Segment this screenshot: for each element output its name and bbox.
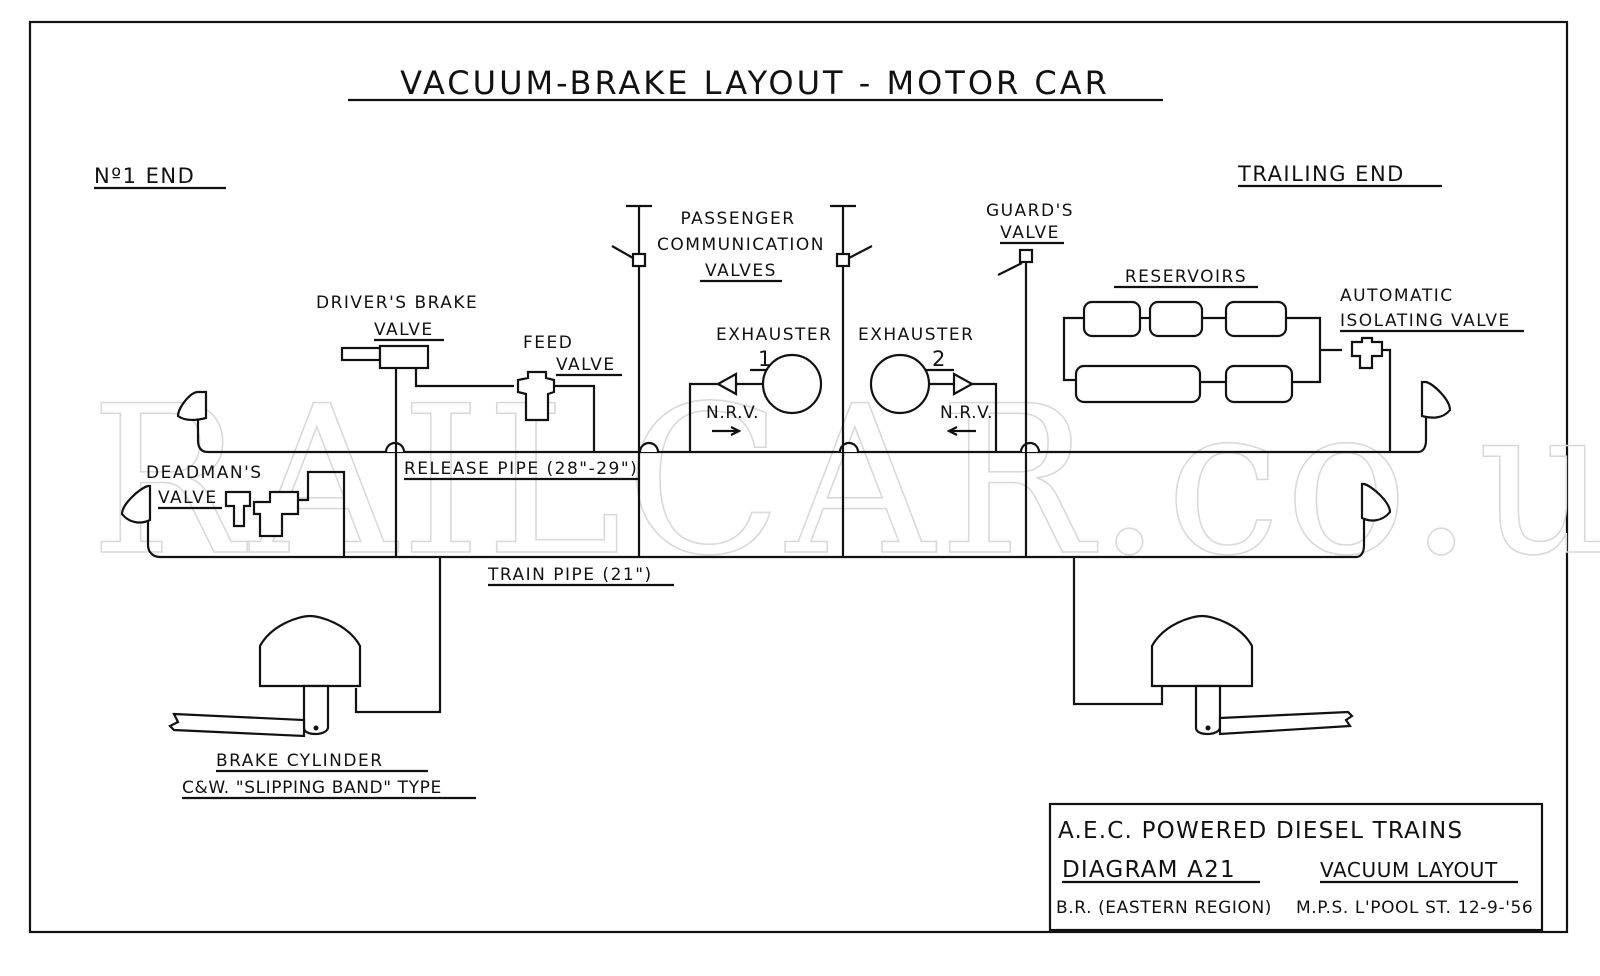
pivot-pin: [313, 725, 319, 731]
title-block: [1048, 802, 1544, 932]
brake-cylinder-left-pipe: [354, 557, 442, 714]
deadmans-valve: [252, 490, 300, 538]
pcv-1-valve: [631, 252, 647, 268]
nrv-1-valve: [715, 372, 738, 396]
title-block-line1: A.E.C. POWERED DIESEL TRAINS: [1058, 818, 1463, 844]
exhauster-2: [869, 353, 931, 415]
drivers-brake-valve-label-2: VALVE: [374, 320, 434, 340]
brake-cylinder-left: [258, 614, 362, 688]
nrv-2-valve: [952, 372, 975, 396]
deadmans-valve-label-2: VALVE: [158, 488, 218, 508]
pcv-label-3: VALVES: [705, 261, 777, 281]
exhauster-1: [761, 353, 823, 415]
guards-valve: [1018, 248, 1034, 264]
drivers-brake-valve-label-1: DRIVER'S BRAKE: [316, 293, 478, 313]
drivers-brake-valve: [378, 344, 430, 370]
release-pipe-label: RELEASE PIPE (28"-29"): [404, 459, 638, 479]
reservoir: [1148, 300, 1204, 338]
drivers-brake-valve-handle: [340, 346, 382, 362]
isolating-valve-label-2: ISOLATING VALVE: [1340, 311, 1511, 331]
pcv-1-lever: [611, 245, 634, 259]
nrv-2-arrow-icon: [946, 426, 976, 436]
release-pipe-left-end: [196, 392, 209, 454]
isolating-valve-label-1: AUTOMATIC: [1340, 286, 1454, 306]
brake-cylinder-right-pipe: [1072, 557, 1164, 706]
reservoir: [1074, 364, 1202, 404]
drawing-border: [28, 20, 1569, 934]
brake-cylinder-left-lever: [168, 712, 306, 738]
reservoir: [1082, 300, 1142, 338]
pivot-pin: [1205, 725, 1211, 731]
deadmans-valve-body: [224, 490, 252, 528]
train-coupling-right: [1360, 482, 1392, 522]
crossover: [1019, 441, 1041, 453]
nrv-1-arrow-icon: [712, 426, 742, 436]
train-pipe-left-end: [146, 488, 161, 559]
feed-valve-label-1: FEED: [523, 333, 573, 353]
reservoir: [1224, 300, 1288, 338]
reservoirs-label: RESERVOIRS: [1125, 267, 1247, 287]
pcv-label-2: COMMUNICATION: [657, 235, 825, 255]
automatic-isolating-valve: [1350, 336, 1384, 370]
brake-cylinder-label-2: C&W. "SLIPPING BAND" TYPE: [182, 778, 442, 798]
release-pipe: [208, 382, 1428, 454]
reservoir: [1224, 364, 1294, 404]
crossover: [838, 441, 860, 453]
feed-valve: [516, 370, 556, 422]
guards-valve-label-2: VALVE: [1000, 223, 1060, 243]
nrv-2-pipe: [972, 382, 998, 452]
deadmans-valve-pipe: [298, 470, 346, 557]
pcv-2-lever: [848, 245, 873, 259]
train-coupling-left: [120, 484, 152, 524]
nrv-2-label: N.R.V.: [940, 403, 993, 423]
train-pipe: [160, 488, 1366, 559]
release-coupling-right: [1420, 380, 1452, 419]
exhauster-1-number: 1: [758, 347, 773, 371]
end-label-left: Nº1 END: [94, 164, 195, 188]
feed-valve-label-2: VALVE: [556, 355, 616, 375]
diagram-title: VACUUM-BRAKE LAYOUT - MOTOR CAR: [400, 64, 1110, 102]
title-block-layout: VACUUM LAYOUT: [1320, 858, 1498, 882]
train-pipe-label: TRAIN PIPE (21"): [487, 565, 653, 585]
brake-cylinder-right-lever: [1218, 710, 1354, 736]
exhauster-2-number: 2: [932, 347, 947, 371]
title-block-region: B.R. (EASTERN REGION): [1056, 898, 1272, 918]
reservoir-pipe-left: [1062, 316, 1084, 382]
crossover: [638, 441, 660, 453]
guards-valve-lever: [997, 262, 1023, 276]
deadmans-valve-label-1: DEADMAN'S: [146, 463, 263, 483]
brake-cylinder-right: [1150, 614, 1254, 688]
watermark: RAILCAR.co.uk: [90, 363, 1600, 601]
feed-to-release-pipe: [554, 384, 596, 452]
drivers-to-feed-pipe: [414, 368, 514, 388]
end-label-right: TRAILING END: [1237, 162, 1405, 186]
title-block-diagram: DIAGRAM A21: [1062, 857, 1236, 883]
pcv-2-valve: [835, 252, 851, 268]
isolating-valve-pipe: [1382, 348, 1392, 452]
nrv-1-pipe: [688, 382, 718, 452]
release-coupling-left: [176, 390, 208, 422]
exhauster-2-label: EXHAUSTER: [858, 325, 974, 345]
nrv-1-label: N.R.V.: [706, 403, 759, 423]
pcv-label-1: PASSENGER: [680, 209, 795, 229]
exhauster-1-label: EXHAUSTER: [716, 325, 832, 345]
guards-valve-label-1: GUARD'S: [986, 201, 1074, 221]
title-block-ref: M.P.S. L'POOL ST. 12-9-'56: [1296, 898, 1533, 918]
brake-cylinder-label-1: BRAKE CYLINDER: [216, 751, 384, 771]
